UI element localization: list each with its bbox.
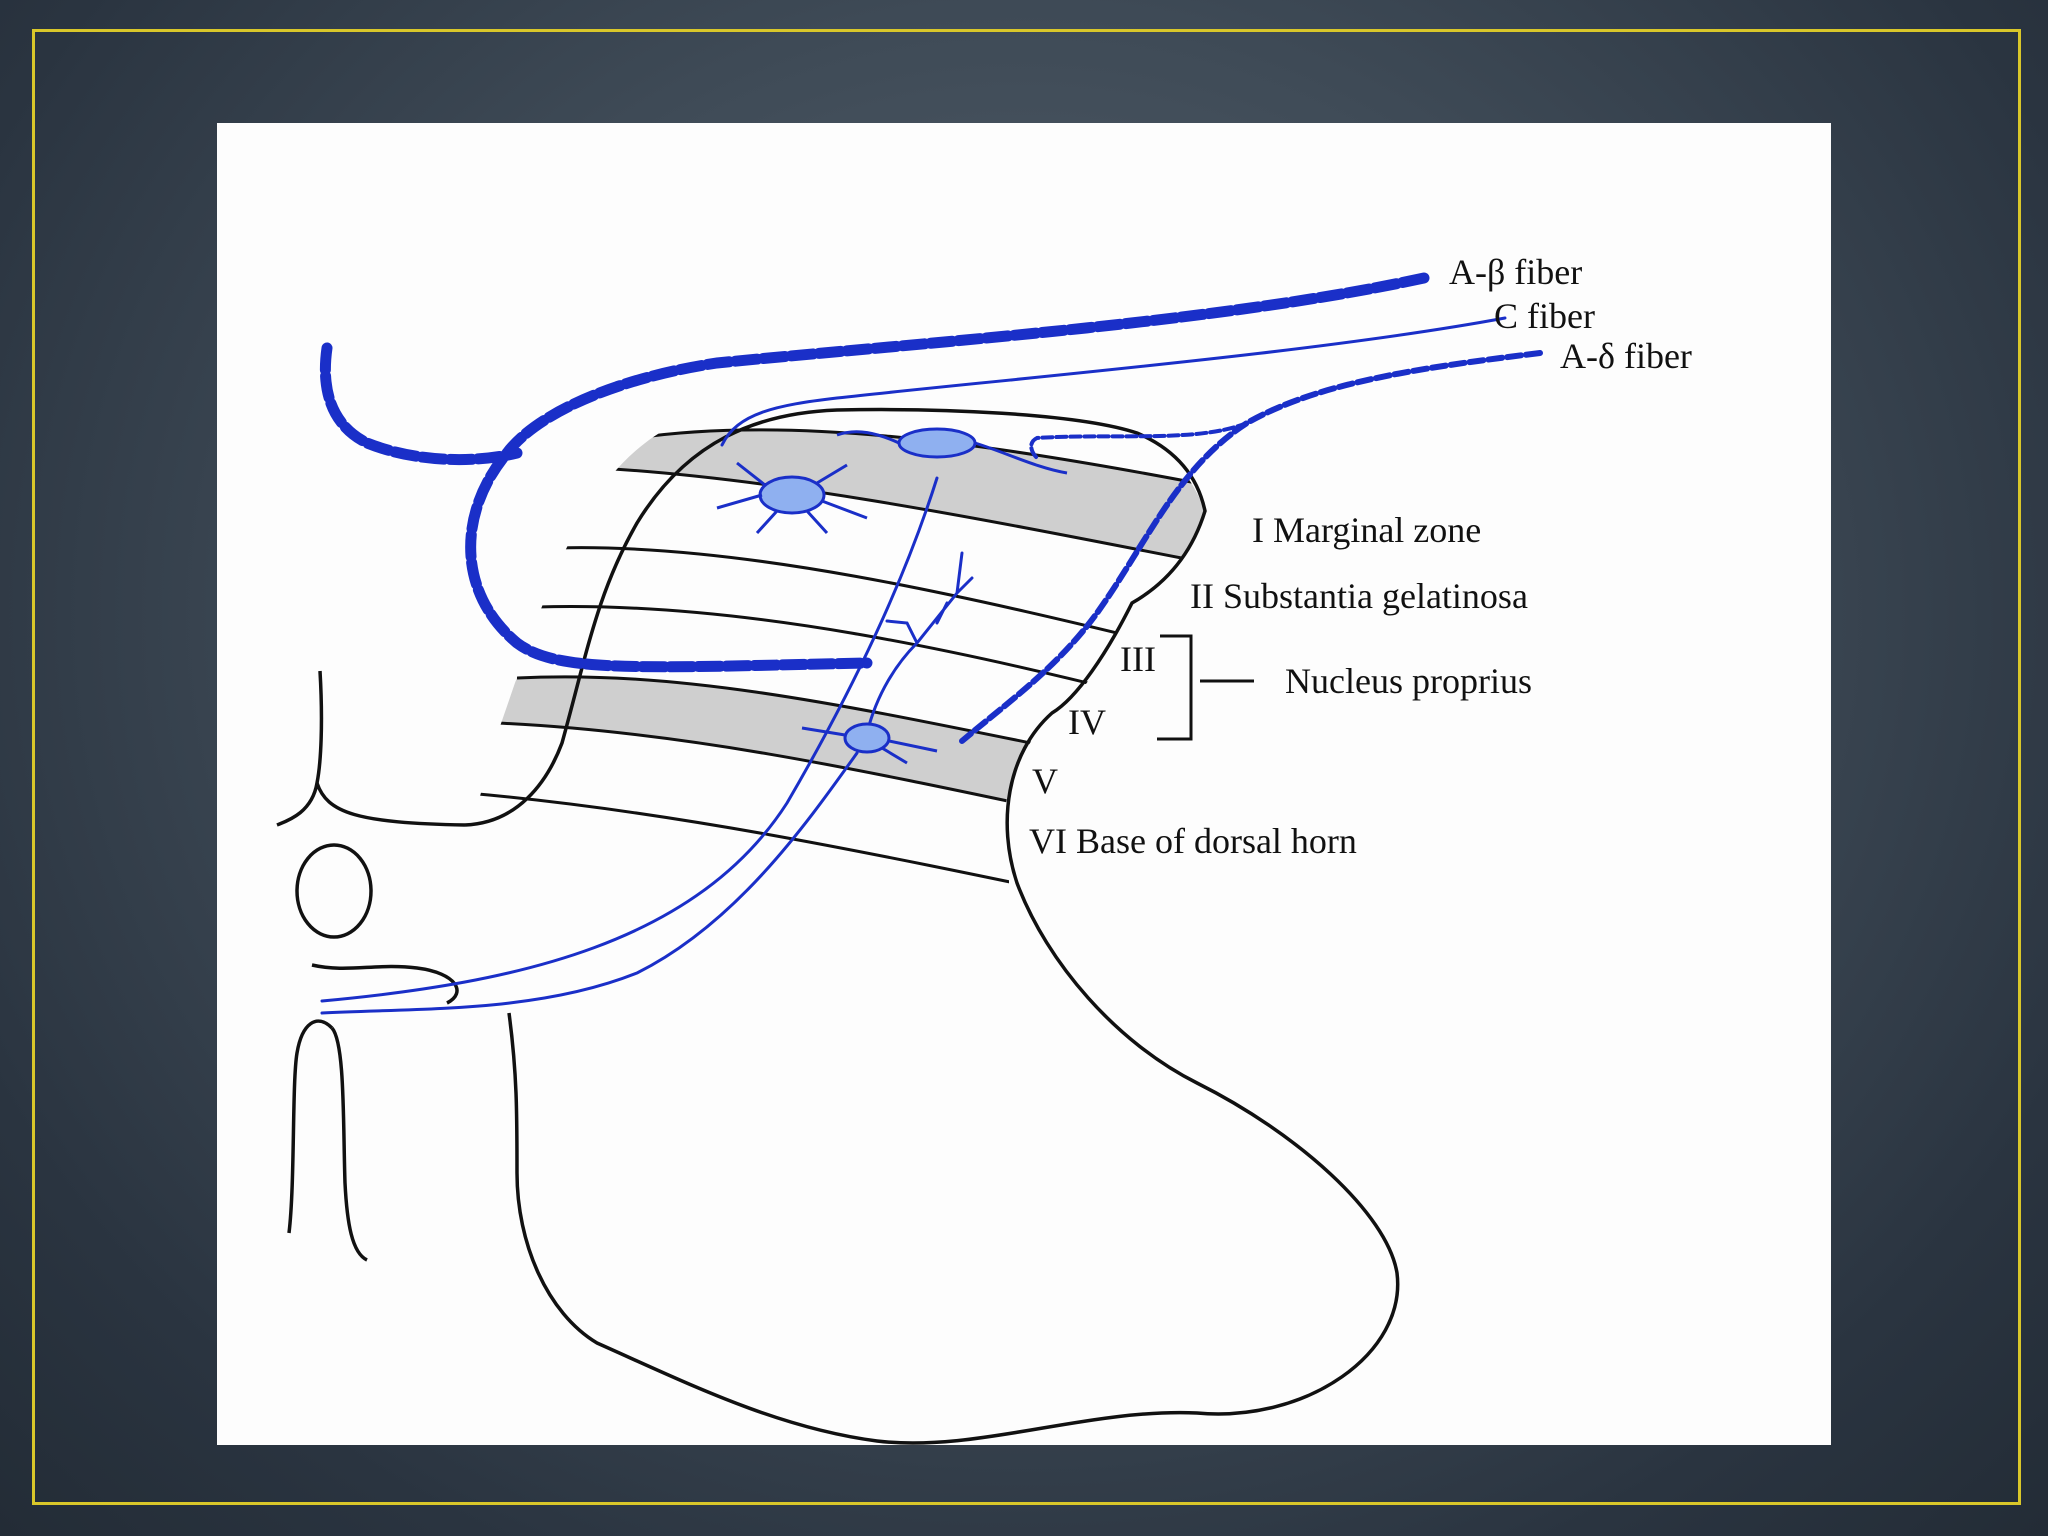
- nucleus-proprius-label: Nucleus proprius: [1285, 661, 1532, 701]
- fibers: [322, 278, 1540, 1013]
- central-canal: [297, 845, 371, 937]
- median-septum-upper: [277, 671, 321, 825]
- lamina-5-label: V: [1032, 761, 1058, 801]
- gray-laminae: [497, 430, 1207, 843]
- a-delta-branch: [1031, 423, 1247, 458]
- ventral-fissure-right: [332, 1028, 367, 1260]
- spinal-cord-outline: [277, 410, 1398, 1443]
- a-beta-fiber-label: A-β fiber: [1449, 252, 1582, 292]
- projection-axon-2: [322, 753, 857, 1013]
- lamina-6-label: VI Base of dorsal horn: [1029, 821, 1357, 861]
- lamina-4-label: IV: [1068, 702, 1106, 742]
- lamina-2-label: II Substantia gelatinosa: [1190, 576, 1528, 616]
- lamina-3-label: III: [1120, 639, 1156, 679]
- dorsal-horn-outline: [465, 410, 1398, 1443]
- median-septum-cap: [317, 783, 465, 825]
- dorsal-horn-diagram: A-β fiber C fiber A-δ fiber I Marginal z…: [217, 123, 1831, 1445]
- a-delta-fiber-label: A-δ fiber: [1560, 336, 1692, 376]
- commissure-line: [312, 965, 457, 1003]
- a-beta-collateral: [325, 348, 517, 460]
- c-fiber-label: C fiber: [1494, 296, 1595, 336]
- nucleus-proprius-bracket: [1157, 636, 1254, 739]
- ventral-fissure-left: [289, 1021, 332, 1233]
- lamina-1-label: I Marginal zone: [1252, 510, 1481, 550]
- dorsal-horn-figure: A-β fiber C fiber A-δ fiber I Marginal z…: [217, 123, 1831, 1445]
